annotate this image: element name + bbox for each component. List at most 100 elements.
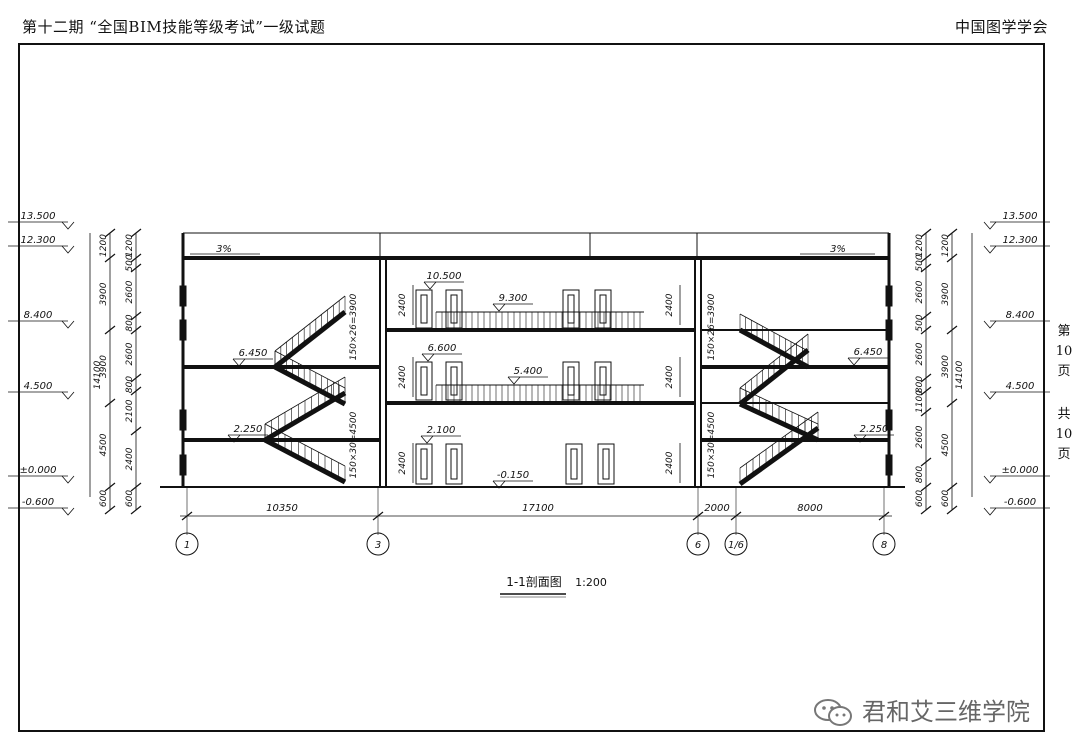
window-dim-label: 2400 <box>665 451 675 474</box>
dim-left-col1-label: 3900 <box>99 355 109 378</box>
dim-tick <box>130 228 142 238</box>
stair-dim-label: 150×30=4500 <box>707 411 717 478</box>
axis-bubble <box>175 532 199 556</box>
dim-tick <box>946 253 958 263</box>
stair-dim-label: 150×26=3900 <box>707 293 717 360</box>
door-glass <box>567 294 575 324</box>
dim-tick <box>130 325 142 335</box>
level-label-right: -0.600 <box>1004 497 1036 508</box>
door-glass <box>420 294 428 324</box>
dim-tick <box>104 482 116 492</box>
dim-right-col1-label: 1100 <box>915 390 925 413</box>
floor-level-label: 5.400 <box>514 366 543 377</box>
roof-slope-label: 3% <box>216 244 232 255</box>
dim-tick <box>104 253 116 263</box>
bottom-dim-label: 10350 <box>266 503 298 514</box>
floor-level-triangle <box>853 434 867 443</box>
watermark-text: 君和艾三维学院 <box>862 698 1030 726</box>
dim-tick <box>104 398 116 408</box>
dim-right-col1-label: 500 <box>915 254 925 271</box>
roof-slope-label: 3% <box>830 244 846 255</box>
level-triangle <box>983 320 997 329</box>
level-label-left: 12.300 <box>21 235 56 246</box>
axis-bubble <box>686 532 710 556</box>
door <box>594 289 612 329</box>
dim-tick <box>130 482 142 492</box>
dim-left-col2-label: 600 <box>125 490 135 507</box>
dim-right-col2-label: 1200 <box>941 234 951 257</box>
stair-handrail <box>264 376 346 425</box>
dim-right-col2-label: 600 <box>941 490 951 507</box>
level-label-left: ±0.000 <box>19 465 56 476</box>
dim-tick <box>130 505 142 515</box>
door-glass <box>420 366 428 396</box>
floor-level-triangle <box>492 303 506 312</box>
dim-right-col1-label: 800 <box>915 466 925 483</box>
dim-tick <box>730 511 742 521</box>
window-dim-label: 2400 <box>665 293 675 316</box>
level-triangle <box>983 475 997 484</box>
door <box>594 361 612 401</box>
dim-tick <box>130 386 142 396</box>
axis-bubble <box>724 532 748 556</box>
page-number-label: 第 10 页 <box>1053 322 1075 382</box>
dim-tick <box>946 228 958 238</box>
floor-level-label: 2.250 <box>234 424 263 435</box>
door-glass <box>450 366 458 396</box>
dim-right-col1-label: 2600 <box>915 425 925 448</box>
dim-tick <box>920 505 932 515</box>
window-mark <box>885 409 893 431</box>
page-char: 共 <box>1057 407 1071 422</box>
dim-tick <box>130 311 142 321</box>
window-mark <box>885 319 893 341</box>
stair-handrail <box>739 333 809 389</box>
level-triangle <box>61 320 75 329</box>
dim-tick <box>130 373 142 383</box>
dim-right-col2-label: 3900 <box>941 355 951 378</box>
bottom-dim-label: 2000 <box>704 503 729 514</box>
dim-tick <box>920 407 932 417</box>
window-mark <box>179 409 187 431</box>
dim-tick <box>130 253 142 263</box>
dim-tick <box>130 263 142 273</box>
dim-tick <box>920 386 932 396</box>
level-triangle <box>983 391 997 400</box>
level-label-left: -0.600 <box>22 497 54 508</box>
window-mark <box>885 454 893 476</box>
dim-tick <box>130 426 142 436</box>
dim-tick <box>920 325 932 335</box>
dim-tick <box>181 511 193 521</box>
axis-label: 8 <box>881 540 887 551</box>
dim-left-col2-label: 2400 <box>125 447 135 470</box>
dim-tick <box>878 511 890 521</box>
dim-tick <box>692 511 704 521</box>
level-triangle <box>61 475 75 484</box>
axis-label: 3 <box>375 540 381 551</box>
dim-tick <box>372 511 384 521</box>
door <box>445 443 463 485</box>
door <box>415 289 433 329</box>
stair-dim-label: 150×26=3900 <box>349 293 359 360</box>
dim-tick <box>946 505 958 515</box>
floor-level-label: 2.100 <box>427 425 456 436</box>
stair-handrail <box>274 350 346 389</box>
dim-tick <box>920 311 932 321</box>
dim-left-col2-label: 800 <box>125 314 135 331</box>
floor-level-triangle <box>507 376 521 385</box>
level-triangle <box>61 391 75 400</box>
level-label-left: 13.500 <box>21 211 56 222</box>
page-total-label: 共 10 页 <box>1053 405 1075 465</box>
floor-level-triangle <box>420 435 434 444</box>
dim-left-col1-label: 4500 <box>99 433 109 456</box>
dim-right-total: 14100 <box>955 360 965 389</box>
dim-tick <box>946 325 958 335</box>
level-triangle <box>983 507 997 516</box>
door-glass <box>450 294 458 324</box>
dim-right-col1-label: 1200 <box>915 234 925 257</box>
door <box>562 361 580 401</box>
page-char: 10 <box>1055 427 1073 442</box>
bottom-dim-label: 8000 <box>797 503 822 514</box>
door <box>565 443 583 485</box>
axis-bubble <box>872 532 896 556</box>
floor-level-label: 10.500 <box>427 271 462 282</box>
